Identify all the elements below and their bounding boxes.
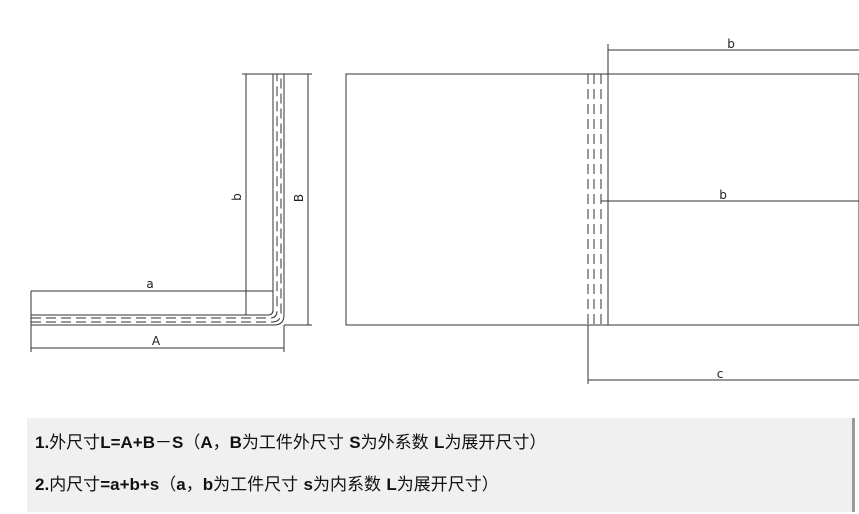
note-1-text-c: 为工件外尺寸 [241, 433, 350, 453]
label-a: a [146, 277, 153, 291]
flat-pattern [345, 73, 859, 326]
label-B-vertical: B [292, 194, 306, 202]
note-2-a: a [176, 475, 186, 494]
note-1-comma: ， [212, 433, 230, 453]
label-c: c [717, 367, 724, 381]
note-2-b: b [202, 475, 214, 494]
note-1-minus: － [154, 433, 172, 453]
note-2-formula: =a+b+s [100, 475, 160, 494]
note-2-L: L [386, 475, 397, 494]
note-1-B: B [229, 433, 242, 452]
note-1-s: S [171, 433, 184, 452]
label-b-vertical: b [230, 193, 244, 201]
inner-dimension-formula: 2.内尺寸=a+b+s（a，b为工件尺寸 s为内系数 L为展开尺寸） [35, 470, 499, 495]
neutral-line-2 [31, 74, 278, 319]
note-2-text-a: 内尺寸 [49, 475, 101, 495]
neutral-line-1 [31, 74, 282, 323]
note-2-text-e: 为展开尺寸） [396, 475, 499, 495]
dimension-b-middle: b [601, 188, 859, 202]
outer-dimension-formula: 1.外尺寸L=A+B－S（A，B为工件外尺寸 S为外系数 L为展开尺寸） [35, 428, 546, 453]
dimension-b-top: b [607, 37, 859, 74]
note-2-number: 2. [35, 475, 50, 494]
note-1-L: L [434, 433, 445, 452]
note-2-comma: ， [185, 475, 203, 495]
note-2-text-d: 为内系数 [313, 475, 387, 495]
label-A: A [152, 334, 161, 348]
sheet-metal-bend-diagram: a A b B b b c [30, 37, 859, 384]
note-2-paren: （ [159, 475, 177, 495]
note-1-text-a: 外尺寸 [49, 433, 101, 453]
note-1-paren: （ [183, 433, 201, 453]
dimension-B: B [284, 73, 312, 326]
note-2-s: s [303, 475, 313, 494]
part-outer-edge [31, 74, 285, 326]
dimension-A: A [30, 325, 285, 352]
note-1-A: A [200, 433, 213, 452]
note-1-S2: S [349, 433, 361, 452]
note-1-number: 1. [35, 433, 50, 452]
dimension-c: c [587, 325, 859, 384]
note-1-text-d: 为外系数 [360, 433, 435, 453]
note-1-formula: L=A+B [100, 433, 155, 452]
formula-notes: 1.外尺寸L=A+B－S（A，B为工件外尺寸 S为外系数 L为展开尺寸） 2.内… [27, 418, 855, 512]
note-2-text-c: 为工件尺寸 [213, 475, 304, 495]
label-b-top: b [727, 37, 735, 51]
note-1-text-e: 为展开尺寸） [444, 433, 547, 453]
flat-pattern-outline [345, 73, 859, 326]
label-b-middle: b [719, 188, 727, 202]
dimension-a: a [30, 277, 274, 315]
dimension-b-left: b [230, 73, 273, 315]
